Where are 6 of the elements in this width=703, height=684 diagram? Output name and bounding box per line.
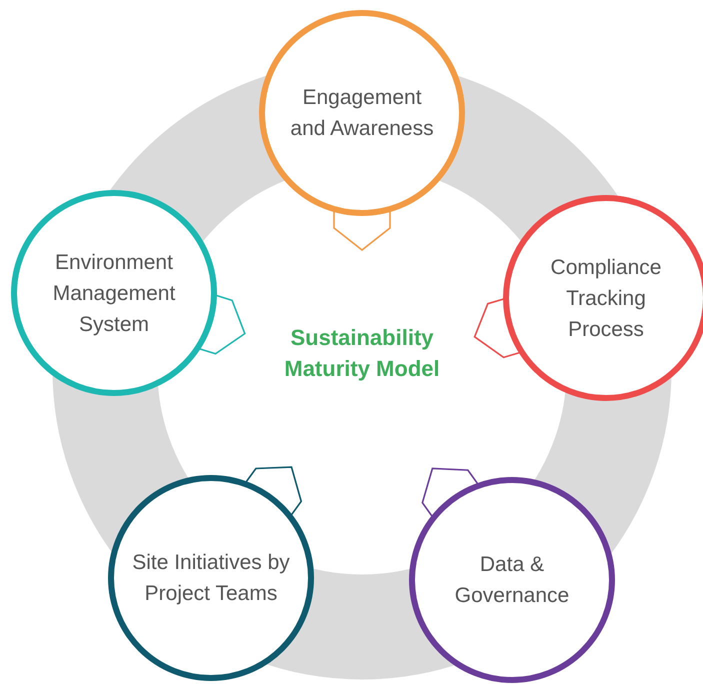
center-title: Sustainability Maturity Model [283, 324, 441, 383]
node-label: Environment Management System [52, 250, 176, 338]
node-label: Data & Governance [454, 552, 570, 609]
node-label: Site Initiatives by Project Teams [131, 550, 291, 607]
node-label: Compliance Tracking Process [550, 254, 662, 342]
node-label: Engagement and Awareness [289, 85, 435, 142]
